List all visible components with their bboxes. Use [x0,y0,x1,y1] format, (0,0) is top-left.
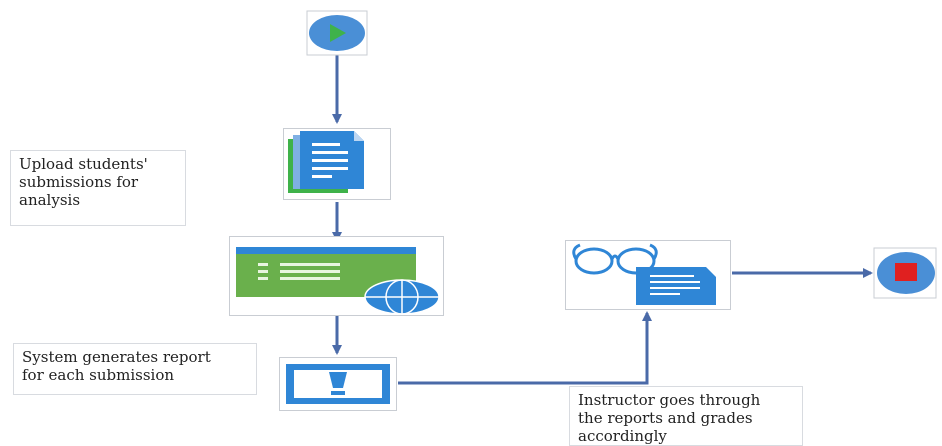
web-analysis-window-icon [236,247,440,315]
report-node [279,357,397,411]
document-stack-icon [288,131,364,193]
instructor-review-node [565,240,731,310]
upload-label: Upload students' submissions for analysi… [10,150,186,226]
start-node [306,10,368,60]
end-node [873,247,937,303]
start-play-icon [306,10,368,56]
report-tablet-icon [286,364,390,404]
instructor-label: Instructor goes through the reports and … [569,386,803,446]
analysis-node [229,236,444,316]
generate-report-label: System generates report for each submiss… [13,343,257,395]
connector-report-to-review [398,311,652,385]
stop-icon [873,247,937,299]
upload-documents-node [283,128,391,200]
glasses-document-icon [572,243,716,305]
